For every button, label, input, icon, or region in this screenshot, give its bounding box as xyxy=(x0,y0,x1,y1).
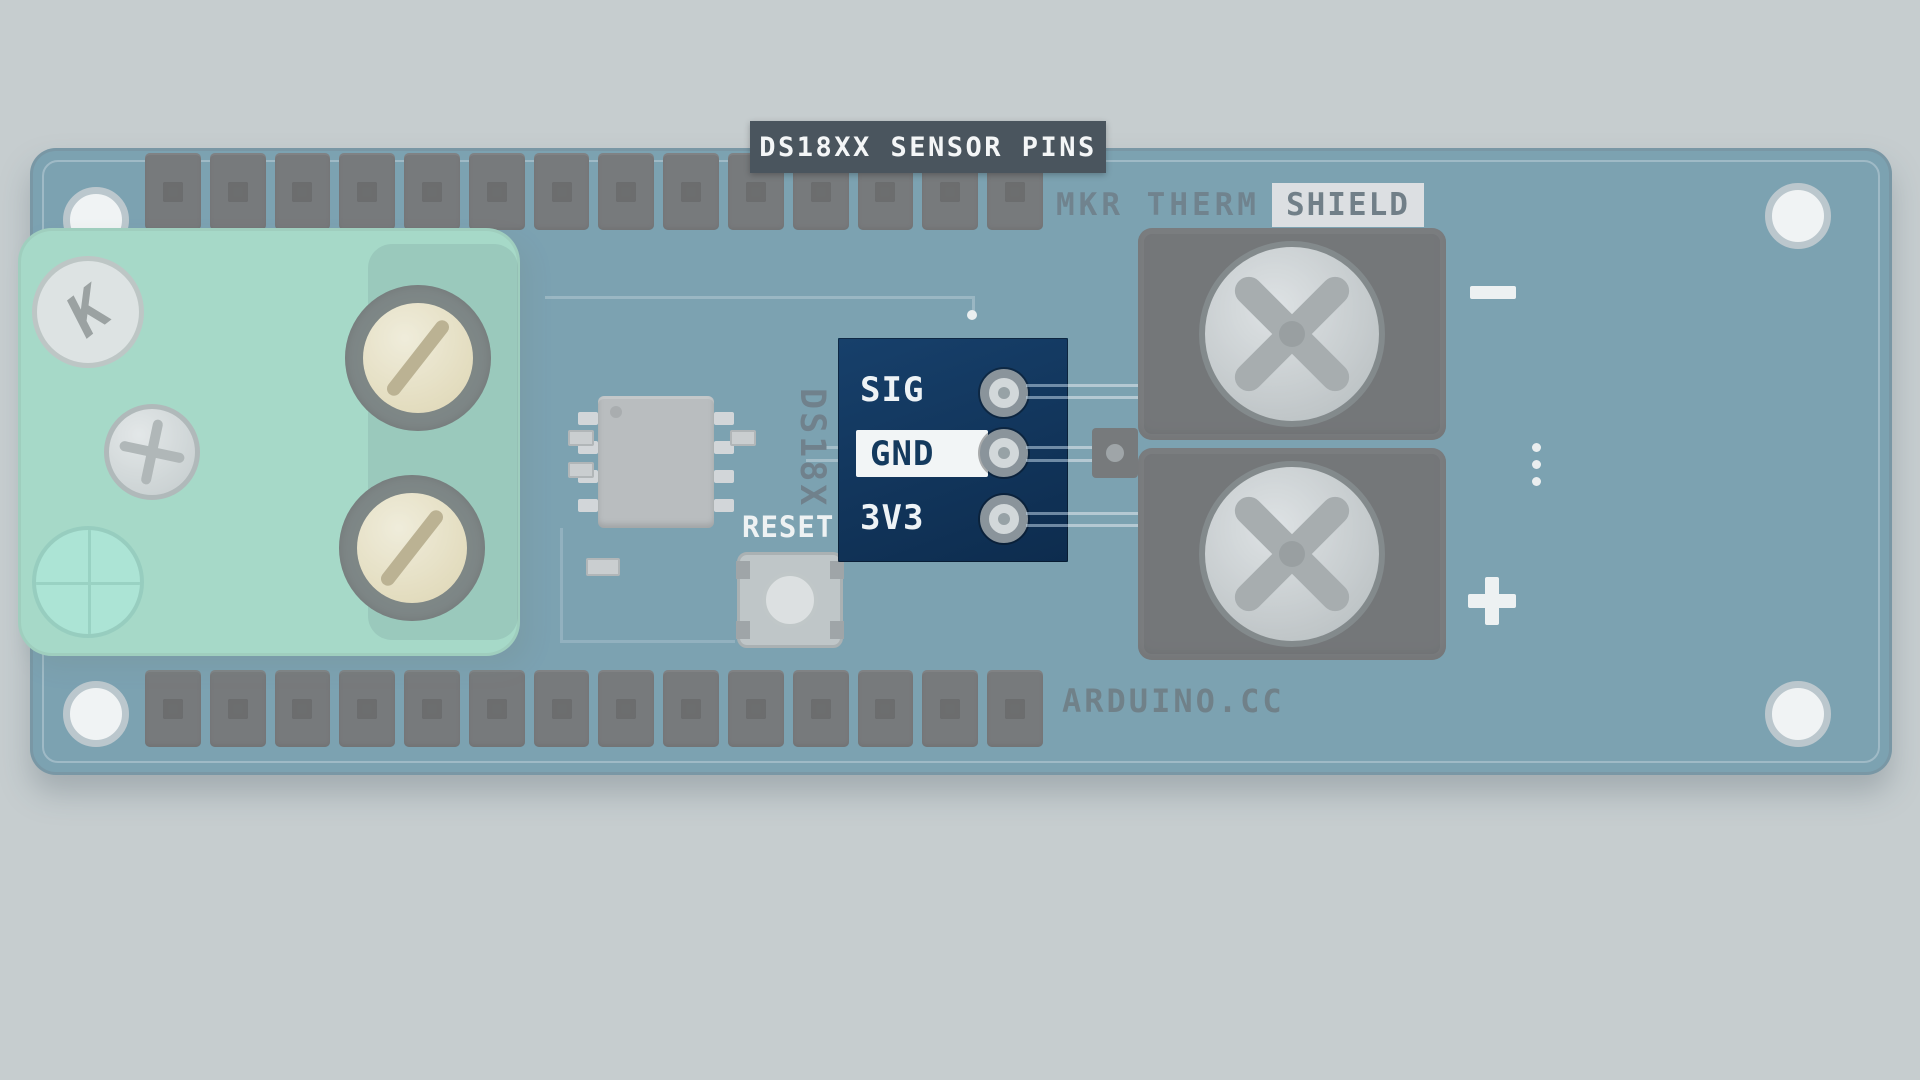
chip-pins xyxy=(714,404,734,520)
header-pin xyxy=(533,670,590,747)
screw-slot xyxy=(384,317,452,399)
philips-screw xyxy=(104,404,200,500)
thermocouple-type-mark: K xyxy=(32,256,144,368)
header-pin xyxy=(468,153,525,230)
terminal-tab xyxy=(1092,428,1138,478)
arduino-cc-label: ARDUINO.CC xyxy=(1062,682,1285,720)
mkr-therm-shield-board: K DS18X RESET MKR THE xyxy=(18,148,1892,775)
screw-face xyxy=(363,303,473,413)
header-pin xyxy=(922,670,979,747)
passive-component xyxy=(568,462,594,478)
pcb-trace xyxy=(1068,524,1138,527)
header-pin xyxy=(209,153,266,230)
product-badge: SHIELD xyxy=(1271,183,1424,227)
pcb-trace xyxy=(560,640,735,643)
reset-button-cap xyxy=(762,572,818,628)
screw-terminal-block xyxy=(1138,228,1446,440)
pcb-trace xyxy=(1026,446,1068,449)
reset-button xyxy=(736,552,844,648)
header-pin xyxy=(404,670,460,747)
chip-pin1-notch xyxy=(610,406,622,418)
soic-chip xyxy=(578,396,734,528)
header-pin xyxy=(274,153,331,230)
header-pin xyxy=(339,670,396,747)
ds18x-silkscreen-label: DS18X xyxy=(792,388,832,509)
mounting-hole xyxy=(1765,183,1831,249)
bottom-pin-header xyxy=(145,670,1043,747)
pcb-trace xyxy=(1026,396,1068,399)
passive-component xyxy=(568,430,594,446)
board-brand: MKR THERM SHIELD xyxy=(1056,182,1424,228)
gnd-pin-pad xyxy=(980,429,1028,477)
pcb-trace xyxy=(806,446,838,449)
mounting-hole xyxy=(1765,681,1831,747)
header-pin xyxy=(145,670,201,747)
header-pin xyxy=(404,153,460,230)
pcb-trace xyxy=(1068,384,1138,387)
pin-label-gnd-box: GND xyxy=(856,430,988,477)
pcb-trace xyxy=(1068,396,1138,399)
header-pin xyxy=(145,153,201,230)
reset-silkscreen-label: RESET xyxy=(742,510,835,544)
header-pin xyxy=(598,670,655,747)
pcb-trace xyxy=(1026,512,1068,515)
passive-component xyxy=(730,430,756,446)
plus-polarity-mark xyxy=(1468,577,1516,625)
pcb-trace xyxy=(972,299,975,315)
type-k-label: K xyxy=(53,274,123,350)
screw-slot xyxy=(378,507,446,589)
edge-pads xyxy=(1532,443,1541,486)
terminal-screw-head xyxy=(1199,241,1385,427)
header-pin xyxy=(987,670,1043,747)
header-pin xyxy=(663,670,720,747)
pcb-trace xyxy=(1026,459,1068,462)
thermocouple-connector: K xyxy=(18,228,520,656)
header-pin xyxy=(598,153,655,230)
pin-label-sig: SIG xyxy=(860,370,925,410)
callout-label: DS18XX SENSOR PINS xyxy=(750,121,1106,173)
pin-label-3v3: 3V3 xyxy=(860,498,925,538)
mounting-hole xyxy=(63,681,129,747)
product-line-label: MKR THERM xyxy=(1056,187,1260,223)
header-pin xyxy=(339,153,396,230)
connector-screw-terminal xyxy=(345,285,491,431)
connector-screw-terminal xyxy=(339,475,485,621)
screw-face xyxy=(357,493,467,603)
header-pin xyxy=(857,670,914,747)
pcb-trace xyxy=(560,528,563,640)
header-pin xyxy=(728,670,784,747)
header-pin xyxy=(663,153,720,230)
pcb-trace xyxy=(1026,384,1068,387)
header-pin xyxy=(533,153,590,230)
pin-label-gnd: GND xyxy=(870,433,935,474)
pcb-trace xyxy=(545,296,975,299)
pcb-trace xyxy=(1068,512,1138,515)
minus-polarity-mark xyxy=(1470,286,1516,299)
sig-pin-pad xyxy=(980,369,1028,417)
header-pin xyxy=(468,670,525,747)
ds18xx-pins-region: SIG GND 3V3 xyxy=(838,338,1068,562)
passive-component xyxy=(586,558,620,576)
pcb-trace xyxy=(1026,524,1068,527)
header-pin xyxy=(792,670,849,747)
pcb-trace xyxy=(806,459,838,462)
terminal-screw-head xyxy=(1199,461,1385,647)
3v3-pin-pad xyxy=(980,495,1028,543)
header-pin xyxy=(209,670,266,747)
header-pin xyxy=(274,670,331,747)
connector-circle xyxy=(32,526,144,638)
via-dot xyxy=(967,310,977,320)
screw-terminal-block xyxy=(1138,448,1446,660)
